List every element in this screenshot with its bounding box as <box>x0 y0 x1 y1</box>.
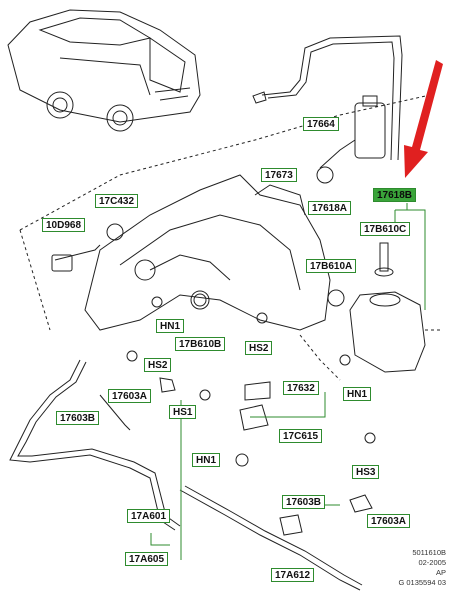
part-label-hs2-right: HS2 <box>245 341 273 355</box>
part-label-17a612: 17A612 <box>271 568 315 582</box>
part-label-hn1-upper: HN1 <box>156 319 185 333</box>
washer-hose-lower <box>9 359 363 591</box>
washer-reservoir <box>84 174 331 331</box>
part-label-17603b-lower: 17603B <box>282 495 326 509</box>
screw-hs2 <box>256 312 268 324</box>
part-label-17618b-highlighted: 17618B <box>373 188 417 202</box>
level-sensor <box>51 223 124 272</box>
footer-ap: AP <box>435 568 446 577</box>
grommet-17b610a <box>327 289 345 307</box>
reservoir-tank <box>349 291 426 373</box>
part-label-17a605: 17A605 <box>125 552 169 566</box>
part-label-hs1: HS1 <box>169 405 197 419</box>
part-label-hn1-lower: HN1 <box>192 453 221 467</box>
footer-code: 5011610B <box>412 548 446 557</box>
part-label-hs2-left: HS2 <box>144 358 172 372</box>
washer-hose-top <box>252 35 403 161</box>
part-label-17b610a: 17B610A <box>306 259 357 273</box>
car-illustration <box>7 9 201 132</box>
footer-ref: G 0135594 03 <box>398 578 446 587</box>
rear-washer-jets <box>279 494 373 536</box>
part-label-17673: 17673 <box>261 168 297 182</box>
part-label-hn1-right: HN1 <box>343 387 372 401</box>
red-indicator-arrow <box>404 60 443 178</box>
footer-date: 02-2005 <box>418 558 446 567</box>
nut-hn1-lower <box>235 453 249 467</box>
part-label-17b610b: 17B610B <box>175 337 226 351</box>
screw-hs1 <box>199 389 211 401</box>
nut-hn1-right <box>339 354 351 366</box>
part-label-17664: 17664 <box>303 117 339 131</box>
screw-hs3 <box>364 432 376 444</box>
nut-hn1 <box>151 296 163 308</box>
part-label-17603b-upper: 17603B <box>56 411 100 425</box>
part-label-17c432: 17C432 <box>95 194 139 208</box>
grommet-17b610b <box>193 293 207 307</box>
screw-hs2-left <box>126 350 138 362</box>
part-label-17632: 17632 <box>283 381 319 395</box>
washer-jet-17632 <box>239 381 271 431</box>
part-label-17b610c: 17B610C <box>360 222 411 236</box>
part-label-hs3: HS3 <box>352 465 380 479</box>
part-label-17603a-lower: 17603A <box>367 514 411 528</box>
diagram-footer: 5011610B 02-2005 AP G 0135594 03 <box>360 548 446 588</box>
part-label-17603a-upper: 17603A <box>108 389 152 403</box>
washer-pump <box>316 95 386 184</box>
part-label-17a601: 17A601 <box>127 509 171 523</box>
part-label-17c615: 17C615 <box>279 429 323 443</box>
bolt-17b610c <box>374 242 394 277</box>
leader-lines <box>19 94 440 381</box>
washer-jet-17603a <box>159 377 176 393</box>
part-label-17618a: 17618A <box>308 201 352 215</box>
part-label-10d968: 10D968 <box>42 218 86 232</box>
